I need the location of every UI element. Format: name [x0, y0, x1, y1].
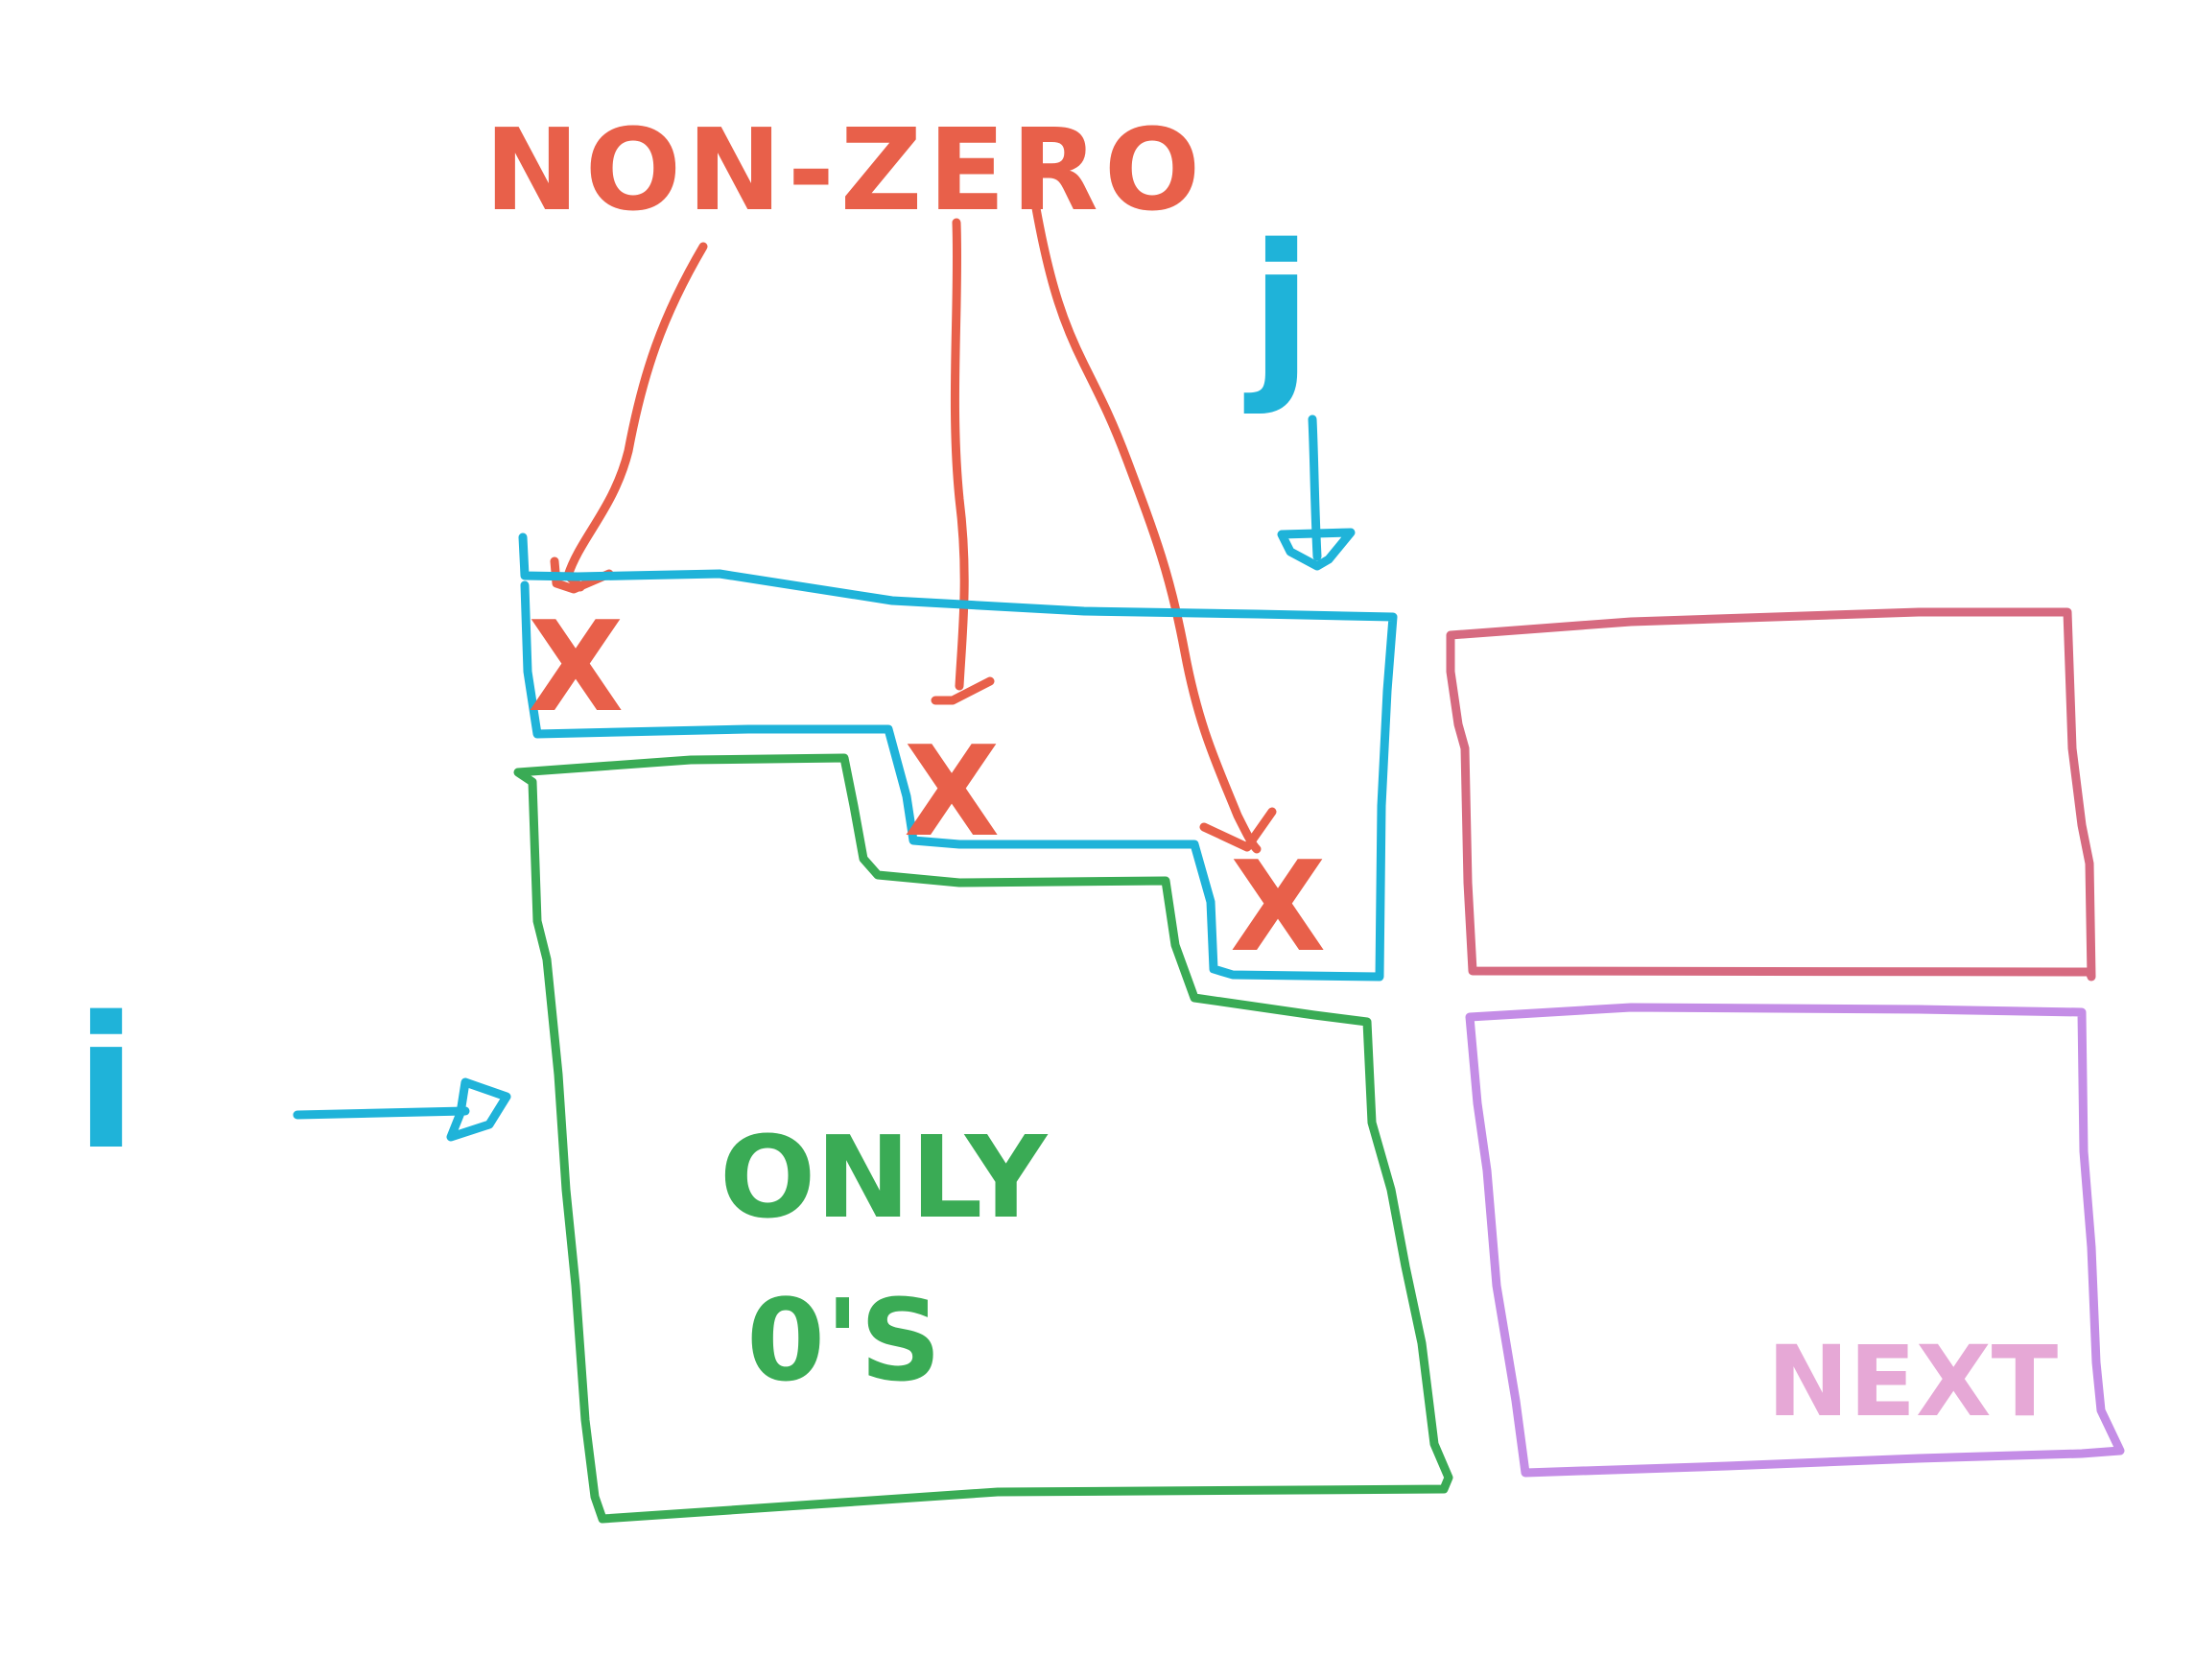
- arrow-to-second-x: [950, 218, 969, 691]
- upper-next-block: [1446, 607, 2096, 982]
- j-arrow-head: [1277, 528, 1356, 571]
- arrow-to-third-x: [1031, 203, 1262, 854]
- j-indicator: j: [1243, 205, 1356, 571]
- arrow-head-second: [931, 676, 995, 705]
- i-label: i: [75, 978, 137, 1190]
- non-zero-staircase: [518, 532, 1398, 982]
- x-mark-2: X: [904, 719, 1000, 864]
- i-indicator: i: [75, 978, 511, 1190]
- i-arrow-head: [446, 1077, 511, 1142]
- lower-next-block: [1465, 1003, 2125, 1478]
- non-zero-label: NON-ZERO: [484, 104, 1206, 236]
- j-arrow-shaft: [1308, 414, 1322, 561]
- next-label: NEXT: [1767, 1325, 2059, 1439]
- arrow-head-third: [1199, 807, 1277, 852]
- zero-region-label-line2: 0'S: [746, 1274, 941, 1407]
- i-arrow-shaft: [293, 1106, 470, 1120]
- x-marks: X X X: [528, 594, 1326, 980]
- x-mark-1: X: [528, 594, 624, 740]
- arrow-to-first-x: [563, 242, 708, 592]
- non-zero-arrows: [550, 203, 1277, 854]
- zero-region-outline: [513, 753, 1453, 1524]
- zero-region-label-line1: ONLY: [720, 1111, 1049, 1243]
- x-mark-3: X: [1230, 834, 1326, 980]
- j-label: j: [1243, 205, 1312, 417]
